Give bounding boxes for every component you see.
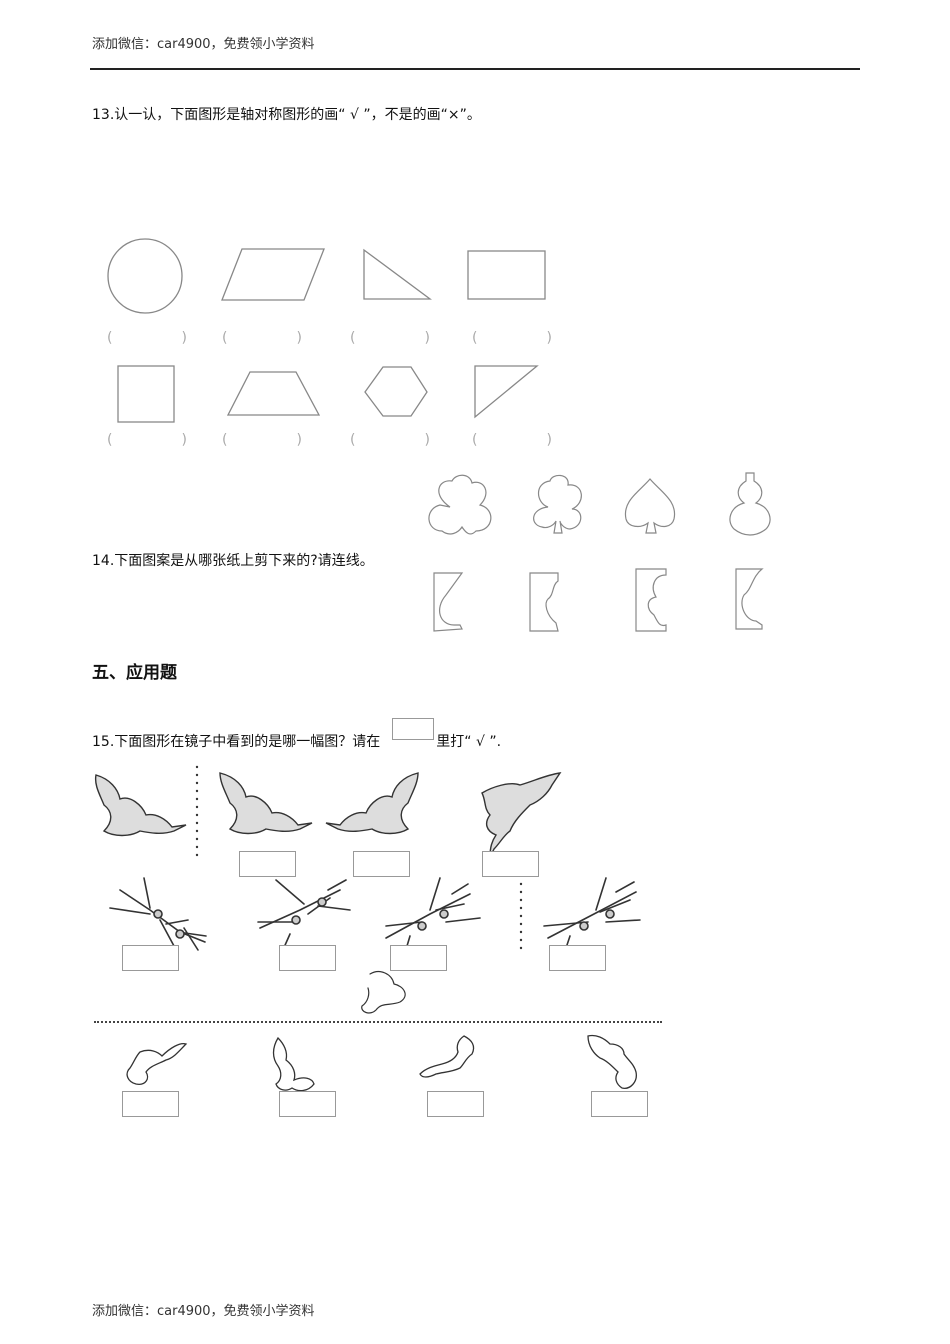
page-footer: 添加微信：car4900，免费领小学资料 xyxy=(92,1304,315,1319)
answer-box-row1-1[interactable] xyxy=(239,851,296,877)
answer-box-row3-3[interactable] xyxy=(427,1091,484,1117)
ornament-b-option-3 xyxy=(543,877,641,955)
q14-patterns xyxy=(428,472,771,632)
right-triangle-shape xyxy=(363,248,432,300)
answer-paren-1[interactable]: () xyxy=(107,330,187,346)
answer-paren-7[interactable]: () xyxy=(350,432,430,448)
ornament-c-original xyxy=(361,971,406,1014)
ornament-c-option-2 xyxy=(272,1036,315,1092)
ornament-original xyxy=(94,774,187,837)
spade-pattern xyxy=(624,478,676,534)
answer-paren-6[interactable]: () xyxy=(222,432,302,448)
folded-paper-3 xyxy=(635,568,667,632)
trefoil-pattern xyxy=(428,474,492,535)
q15-prompt-before: 15.下面图形在镜子中看到的是哪一幅图？请在 xyxy=(92,734,381,750)
question-13-prompt: 13.认一认，下面图形是轴对称图形的画“ √ ”，不是的画“×”。 xyxy=(92,107,481,123)
answer-box-row1-2[interactable] xyxy=(353,851,410,877)
folded-paper-2 xyxy=(529,572,559,632)
answer-paren-8[interactable]: () xyxy=(472,432,552,448)
parallelogram-shape xyxy=(221,248,325,301)
ornament-c-option-4 xyxy=(587,1034,637,1089)
gourd-pattern xyxy=(729,472,771,536)
answer-box-row3-1[interactable] xyxy=(122,1091,179,1117)
q15-row2-figures xyxy=(109,877,641,1014)
page-header: 添加微信：car4900，免费领小学资料 xyxy=(92,37,315,52)
answer-box-row2-2[interactable] xyxy=(279,945,336,971)
circle-shape xyxy=(107,238,183,314)
q15-row3-figures xyxy=(126,1034,637,1092)
q15-prompt-after: 里打“ √ ”. xyxy=(436,734,502,750)
section-title: 五、应用题 xyxy=(92,663,177,683)
answer-box-row3-4[interactable] xyxy=(591,1091,648,1117)
answer-box-row2-3[interactable] xyxy=(390,945,447,971)
ornament-b-option-1 xyxy=(257,879,351,953)
q15-row1-figures xyxy=(94,765,562,858)
ornament-b-original xyxy=(109,877,207,951)
folded-paper-1 xyxy=(433,572,464,632)
ornament-c-option-1 xyxy=(126,1042,188,1085)
ornament-option-1 xyxy=(219,772,313,835)
ornament-option-3 xyxy=(481,772,562,858)
answer-box-row1-3[interactable] xyxy=(482,851,539,877)
square-shape xyxy=(117,365,175,423)
q13-shapes xyxy=(107,238,546,423)
answer-box-row2-4[interactable] xyxy=(549,945,606,971)
folded-paper-4 xyxy=(735,568,764,630)
answer-paren-5[interactable]: () xyxy=(107,432,187,448)
checkbox-sample xyxy=(392,718,435,740)
club-pattern xyxy=(533,474,582,534)
answer-paren-4[interactable]: () xyxy=(472,330,552,346)
answer-paren-2[interactable]: () xyxy=(222,330,302,346)
trapezoid-shape xyxy=(226,371,321,416)
answer-box-row3-2[interactable] xyxy=(279,1091,336,1117)
header-divider xyxy=(90,68,860,70)
rectangle-shape xyxy=(467,250,546,300)
answer-box-row2-1[interactable] xyxy=(122,945,179,971)
ornament-option-2 xyxy=(325,772,419,835)
question-15-prompt: 15.下面图形在镜子中看到的是哪一幅图？请在 里打“ √ ”. xyxy=(92,718,501,751)
hexagon-shape xyxy=(364,366,428,417)
ornament-c-option-3 xyxy=(419,1035,475,1078)
answer-paren-3[interactable]: () xyxy=(350,330,430,346)
question-14-prompt: 14.下面图案是从哪张纸上剪下来的?请连线。 xyxy=(92,553,374,569)
right-triangle-shape-2 xyxy=(474,365,539,419)
mirror-line xyxy=(94,1021,662,1023)
